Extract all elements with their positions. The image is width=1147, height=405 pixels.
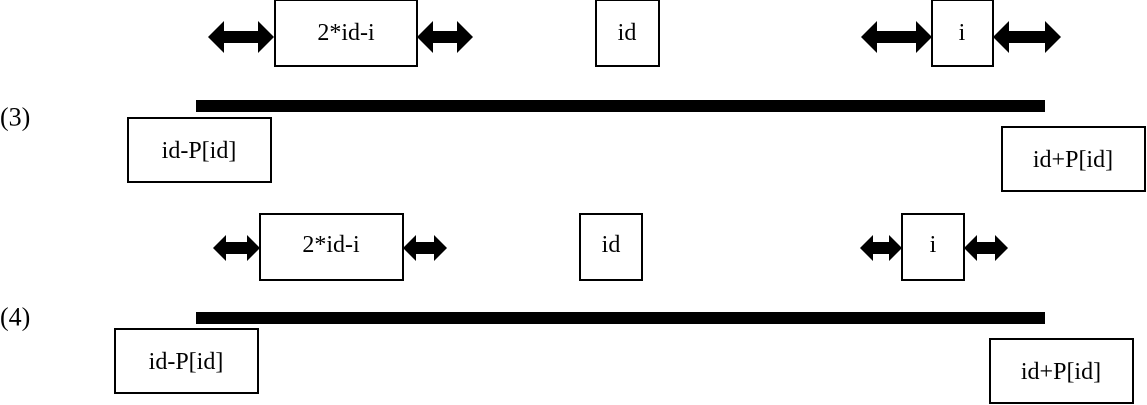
case-3-i-group: i — [861, 0, 1061, 67]
case-3-mirror-box: 2*id-i — [274, 0, 418, 67]
case-3-i-box: i — [931, 0, 994, 67]
case-3-label: (3) — [0, 103, 30, 132]
double-arrow-icon — [208, 21, 274, 53]
case-4-i-label: i — [930, 232, 937, 258]
double-arrow-icon — [860, 235, 902, 261]
case-3-range-bar — [196, 100, 1045, 112]
case-3-right-bound-label: id+P[id] — [1033, 147, 1113, 173]
case-4-right-bound-box: id+P[id] — [989, 338, 1134, 404]
case-4-panel: (4) 2*id-i id i — [0, 213, 1134, 404]
case-4-i-group: i — [860, 213, 1008, 281]
case-4-mirror-group: 2*id-i — [213, 213, 447, 281]
double-arrow-icon — [861, 21, 932, 53]
case-4-left-bound-box: id-P[id] — [114, 328, 259, 394]
case-3-i-label: i — [959, 20, 966, 46]
double-arrow-icon — [403, 235, 447, 261]
case-3-center-label: id — [618, 20, 637, 46]
case-4-center-label: id — [602, 232, 621, 258]
case-3-panel: (3) 2*id-i id i — [0, 0, 1146, 192]
double-arrow-icon — [964, 235, 1008, 261]
double-arrow-icon — [417, 21, 473, 53]
case-4-range-bar — [196, 312, 1045, 324]
case-3-mirror-group: 2*id-i — [208, 0, 473, 67]
case-4-mirror-box: 2*id-i — [259, 213, 404, 281]
case-4-i-box: i — [901, 213, 965, 281]
double-arrow-icon — [993, 21, 1061, 53]
case-4-center-box: id — [579, 213, 643, 281]
case-4-label: (4) — [0, 303, 30, 332]
double-arrow-icon — [213, 235, 260, 261]
case-3-mirror-label: 2*id-i — [317, 20, 375, 46]
case-4-right-bound-label: id+P[id] — [1021, 359, 1101, 385]
case-3-left-bound-box: id-P[id] — [127, 117, 272, 183]
case-3-left-bound-label: id-P[id] — [162, 138, 237, 164]
case-4-mirror-label: 2*id-i — [302, 232, 360, 258]
case-3-right-bound-box: id+P[id] — [1001, 126, 1146, 192]
case-3-center-box: id — [595, 0, 660, 67]
case-4-left-bound-label: id-P[id] — [149, 349, 224, 375]
